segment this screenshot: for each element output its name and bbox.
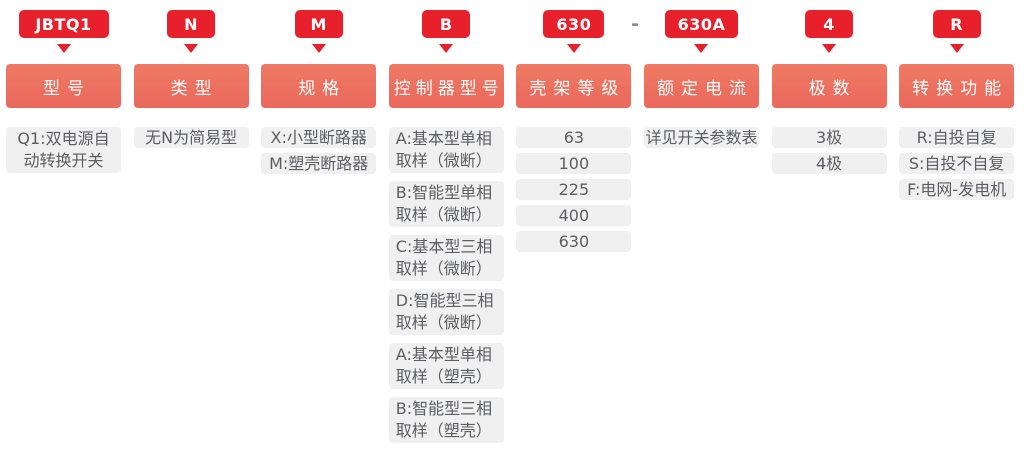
option-list: 63 100 225 400 630 [516,127,632,257]
option-item: C:基本型三相 取样（微断） [388,235,504,281]
arrow-down-icon [949,44,964,53]
code-badge-4: 4 [805,10,854,38]
option-list: R:自投自复 S:自投不自复 F:电网-发电机 [899,127,1015,205]
column-controller-type: B 控制器型号 A:基本型单相 取样（微断） B:智能型单相 取样（微断） C:… [388,10,504,451]
option-list: A:基本型单相 取样（微断） B:智能型单相 取样（微断） C:基本型三相 取样… [388,127,504,451]
code-badge-m: M [294,10,343,38]
option-item: B:智能型单相 取样（微断） [388,181,504,227]
option-item: R:自投自复 [899,127,1015,148]
option-item: X:小型断路器 [261,127,377,148]
option-item: M:塑壳断路器 [261,153,377,174]
arrow-down-icon [311,44,326,53]
category-header-frame-level: 壳架等级 [516,64,632,108]
arrow-down-icon [184,44,199,53]
option-item: S:自投不自复 [899,153,1015,174]
option-list: 3极 4极 [771,127,887,179]
column-frame-level: 630 壳架等级 63 100 225 400 630 [516,10,632,451]
option-item: 630 [516,231,632,252]
code-badge-630a: 630A [664,10,739,38]
code-badge-630: 630 [543,10,605,38]
category-header-poles: 极数 [771,64,887,108]
column-poles: 4 极数 3极 4极 [771,10,887,451]
model-number-hyphen: - [631,13,639,35]
category-header-rated-current: 额定电流 [643,64,759,108]
option-item: 4极 [771,153,887,174]
category-header-type: 类型 [133,64,249,108]
code-badge-r: R [932,10,981,38]
option-item: Q1:双电源自 动转换开关 [6,127,121,173]
column-transfer-function: R 转换功能 R:自投自复 S:自投不自复 F:电网-发电机 [899,10,1015,451]
option-item: A:基本型单相 取样（塑壳） [388,343,504,389]
option-item: 3极 [771,127,887,148]
option-item: 400 [516,205,632,226]
code-badge-n: N [167,10,216,38]
code-badge-jbtq1: JBTQ1 [18,10,109,38]
option-list: Q1:双电源自 动转换开关 [6,127,121,181]
arrow-down-icon [56,44,71,53]
option-list: 无N为简易型 [133,127,249,153]
option-item: 无N为简易型 [133,127,249,148]
option-item: D:智能型三相 取样（微断） [388,289,504,335]
category-header-controller: 控制器型号 [388,64,504,108]
option-item: A:基本型单相 取样（微断） [388,127,504,173]
column-model-prefix: JBTQ1 型号 Q1:双电源自 动转换开关 [6,10,121,451]
column-rated-current: 630A 额定电流 详见开关参数表 [643,10,759,451]
option-item: B:智能型三相 取样（塑壳） [388,397,504,443]
column-type: N 类型 无N为简易型 [133,10,249,451]
arrow-down-icon [694,44,709,53]
arrow-down-icon [566,44,581,53]
arrow-down-icon [822,44,837,53]
option-item: F:电网-发电机 [899,179,1015,200]
option-list: X:小型断路器 M:塑壳断路器 [261,127,377,179]
category-header-spec: 规格 [261,64,377,108]
option-item: 225 [516,179,632,200]
option-item: 详见开关参数表 [643,127,759,148]
option-list: 详见开关参数表 [643,127,759,153]
option-item: 100 [516,153,632,174]
category-header-model: 型号 [6,64,121,108]
column-spec: M 规格 X:小型断路器 M:塑壳断路器 [261,10,377,451]
category-header-transfer-function: 转换功能 [899,64,1015,108]
code-badge-b: B [422,10,471,38]
option-item: 63 [516,127,632,148]
arrow-down-icon [439,44,454,53]
